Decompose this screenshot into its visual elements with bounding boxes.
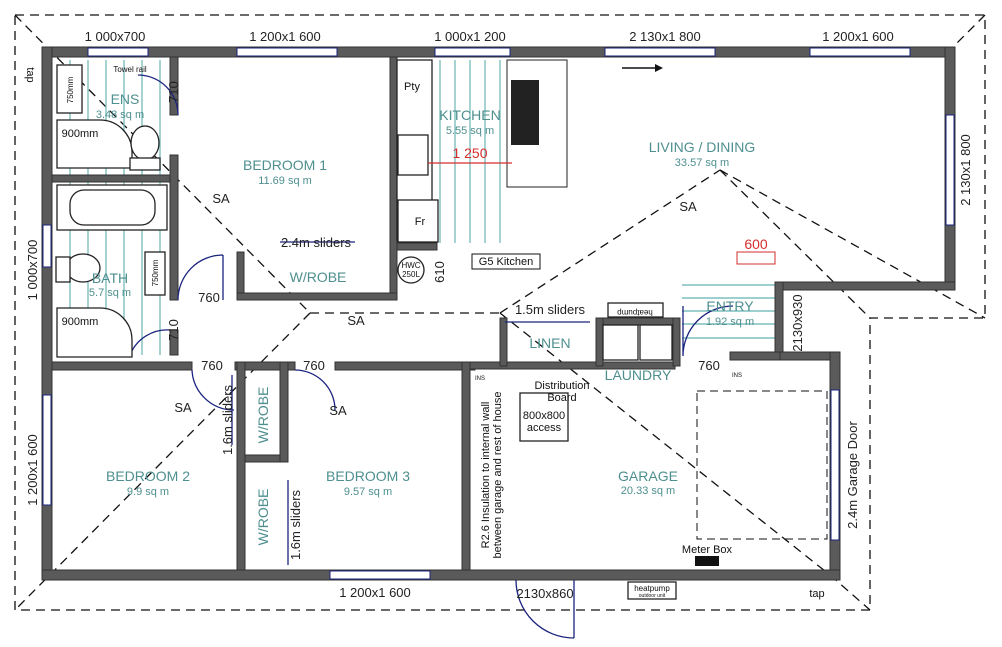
hwc-label: HWC	[401, 261, 420, 270]
room-area: 9.57 sq m	[344, 486, 392, 498]
front-door-label: 2130x860	[516, 586, 573, 601]
sliders-label: 1.5m sliders	[515, 302, 586, 317]
door-width: 760	[198, 290, 220, 305]
pantry-label: Pty	[404, 81, 420, 93]
room-area: 11.69 sq m	[258, 175, 312, 187]
room-linen: LINEN	[529, 335, 570, 351]
ens-shower	[56, 119, 133, 169]
fridge-label: Fr	[415, 216, 426, 228]
insulation-note: between garage and rest of house	[492, 392, 504, 559]
window-label: 1 200x1 600	[249, 29, 321, 44]
door-swings	[129, 74, 734, 639]
bath-vanity	[144, 251, 166, 296]
garage-door-label: 2.4m Garage Door	[845, 421, 860, 529]
insulation-marker: INS	[732, 373, 742, 379]
room-bedroom3: BEDROOM 3	[326, 468, 410, 484]
smoke-alarm: SA	[212, 191, 230, 206]
shower-size: 900mm	[62, 316, 99, 328]
distribution-board-label: Distribution	[534, 380, 589, 392]
dimension-1250: 1 250	[452, 145, 487, 161]
window-label: 1 000x700	[25, 240, 40, 301]
door-width: 760	[303, 358, 325, 373]
heatpump-label: heatpump	[634, 584, 670, 593]
dimension-600: 600	[744, 236, 768, 252]
sliders-label: 1.6m sliders	[220, 384, 235, 455]
fridge	[397, 199, 439, 243]
door-width: 610	[432, 261, 447, 283]
door-width: 710	[166, 319, 181, 341]
wardrobe-label: W/ROBE	[255, 387, 271, 444]
access-hatch	[519, 392, 569, 442]
room-area: 33.57 sq m	[675, 157, 729, 169]
washing-machine	[639, 324, 673, 361]
kitchen-spec-label: G5 Kitchen	[479, 256, 533, 268]
room-bath: BATH	[92, 270, 128, 286]
tap-label: tap	[809, 588, 824, 600]
sink	[511, 80, 539, 145]
door-width: 760	[698, 358, 720, 373]
bath-shower	[56, 307, 133, 358]
distribution-board-label: Board	[547, 392, 576, 404]
smoke-alarm: SA	[347, 313, 365, 328]
smoke-alarm: SA	[329, 403, 347, 418]
hwc-size: 250L	[402, 270, 420, 279]
room-area: 5.7 sq m	[89, 287, 131, 299]
meter-box-label: Meter Box	[682, 544, 733, 556]
smoke-alarm: SA	[679, 199, 697, 214]
vanity-size: 750mm	[151, 259, 160, 286]
outdoor-unit-label: outdoor unit	[639, 593, 666, 599]
room-area: 20.33 sq m	[621, 485, 675, 497]
access-label: 800x800	[523, 410, 565, 422]
room-laundry: LAUNDRY	[605, 367, 672, 383]
room-bedroom1: BEDROOM 1	[243, 157, 327, 173]
cooktop	[397, 134, 429, 176]
room-area: 3.48 sq m	[96, 109, 144, 121]
wardrobe-label: W/ROBE	[255, 489, 271, 546]
roof-outline	[14, 14, 986, 611]
room-garage: GARAGE	[618, 468, 678, 484]
door-width: 760	[201, 358, 223, 373]
room-area: 9.9 sq m	[127, 486, 169, 498]
door-width: 710	[166, 81, 181, 103]
wardrobe-label: W/ROBE	[290, 269, 347, 285]
shower-size: 900mm	[62, 128, 99, 140]
room-entry: ENTRY	[706, 298, 754, 314]
insulation-note: R2.6 Insulation to internal wall	[480, 402, 492, 549]
window-label: 1 200x1 600	[822, 29, 894, 44]
laundry-tub	[602, 324, 639, 361]
smoke-alarm: SA	[174, 400, 192, 415]
towel-rail-label: Towel rail	[113, 65, 147, 74]
room-area: 5.55 sq m	[446, 125, 494, 137]
window-label: 2 130x1 800	[629, 29, 701, 44]
window-label: 1 200x1 600	[339, 585, 411, 600]
room-area: 1.92 sq m	[706, 316, 754, 328]
ens-vanity	[56, 64, 83, 114]
hwc	[397, 256, 425, 284]
room-ens: ENS	[111, 91, 140, 107]
heatpump-label: heatpump	[617, 308, 653, 317]
window-label: 1 000x1 200	[434, 29, 506, 44]
sliders-label: 2.4m sliders	[281, 235, 352, 250]
ens-toilet	[130, 125, 160, 161]
fixtures	[55, 59, 828, 600]
sliders-label: 1.6m sliders	[288, 489, 303, 560]
insulation-marker: INS	[475, 376, 485, 382]
window-label: 1 200x1 600	[25, 434, 40, 506]
access-label: access	[527, 422, 562, 434]
tap-label: tap	[24, 67, 36, 82]
window-label: 1 000x700	[85, 29, 146, 44]
windows	[42, 47, 955, 580]
window-label: 2 130x1 800	[958, 134, 973, 206]
room-bedroom2: BEDROOM 2	[106, 468, 190, 484]
room-kitchen: KITCHEN	[439, 107, 500, 123]
vanity-size: 750mm	[66, 76, 75, 103]
room-living: LIVING / DINING	[649, 139, 756, 155]
entry-door-label: 2130x930	[790, 294, 805, 351]
